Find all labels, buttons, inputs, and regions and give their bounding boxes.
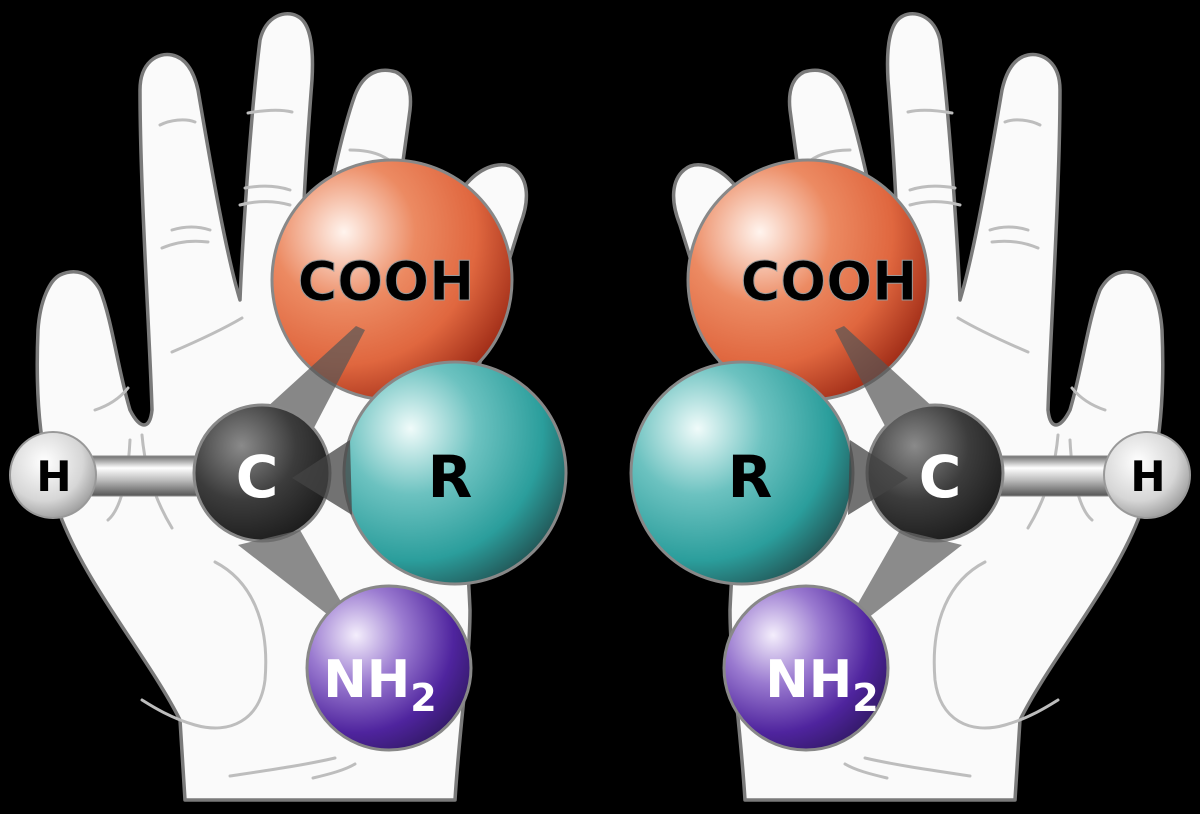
wedge-to-r bbox=[848, 440, 908, 515]
cooh-label: COOH bbox=[298, 250, 475, 313]
nh2-label: NH2 bbox=[765, 650, 879, 720]
wedge-to-nh2 bbox=[238, 530, 356, 632]
h-atom: H bbox=[9, 431, 97, 519]
nh2-atom: NH2 bbox=[305, 584, 473, 752]
r-label: R bbox=[428, 443, 473, 511]
cooh-atom: COOH bbox=[270, 158, 514, 402]
h-label: H bbox=[36, 452, 71, 501]
wedge-to-nh2 bbox=[844, 530, 962, 632]
r-atom: R bbox=[342, 360, 568, 586]
wedge-to-r bbox=[292, 440, 352, 515]
r-atom: R bbox=[629, 360, 855, 586]
h-atom: H bbox=[1103, 431, 1191, 519]
c-label: C bbox=[236, 443, 279, 511]
right-molecule: COOH R C H NH2 bbox=[629, 158, 1191, 752]
cooh-label: COOH bbox=[741, 250, 918, 313]
h-label: H bbox=[1130, 452, 1165, 501]
c-label: C bbox=[919, 443, 962, 511]
nh2-label: NH2 bbox=[323, 650, 437, 720]
r-label: R bbox=[728, 443, 773, 511]
left-molecule: COOH R C H NH2 bbox=[9, 158, 568, 752]
c-atom: C bbox=[192, 403, 332, 543]
nh2-atom: NH2 bbox=[722, 584, 890, 752]
